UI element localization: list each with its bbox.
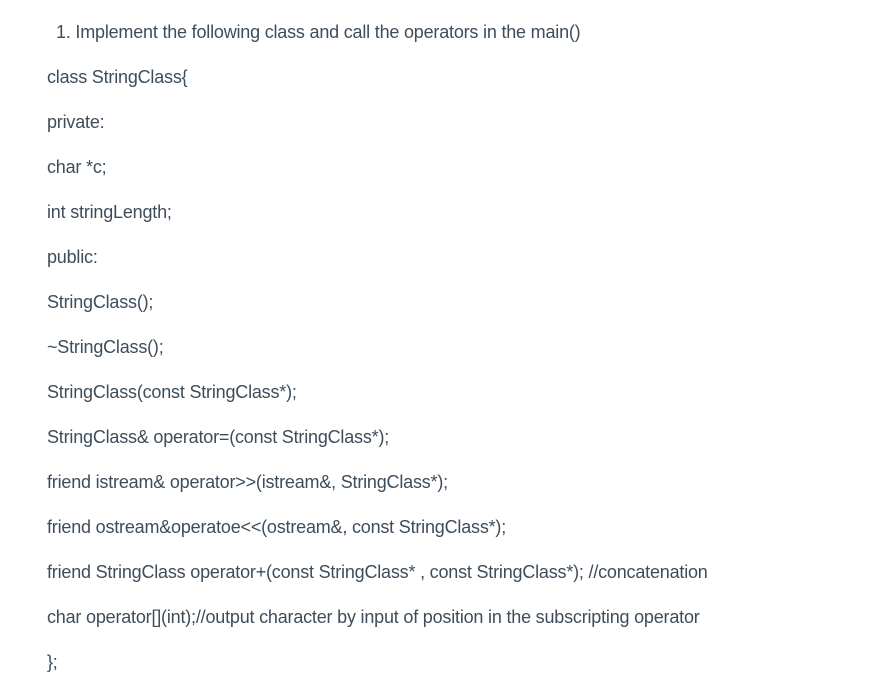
code-line: StringClass(const StringClass*);: [47, 382, 297, 402]
code-line: StringClass();: [47, 292, 154, 312]
code-line: ~StringClass();: [47, 337, 164, 357]
code-line: friend ostream&operatoe<<(ostream&, cons…: [47, 517, 507, 537]
code-line: friend istream& operator>>(istream&, Str…: [47, 472, 448, 492]
code-line: };: [47, 652, 58, 672]
code-line: char *c;: [47, 157, 107, 177]
code-line: class StringClass{: [47, 67, 188, 87]
code-line: int stringLength;: [47, 202, 172, 222]
question-prompt: 1. Implement the following class and cal…: [56, 22, 581, 42]
code-line: StringClass& operator=(const StringClass…: [47, 427, 390, 447]
code-line: private:: [47, 112, 105, 132]
code-line: char operator[](int);//output character …: [47, 607, 700, 627]
code-line: public:: [47, 247, 98, 267]
code-line: friend StringClass operator+(const Strin…: [47, 562, 708, 582]
